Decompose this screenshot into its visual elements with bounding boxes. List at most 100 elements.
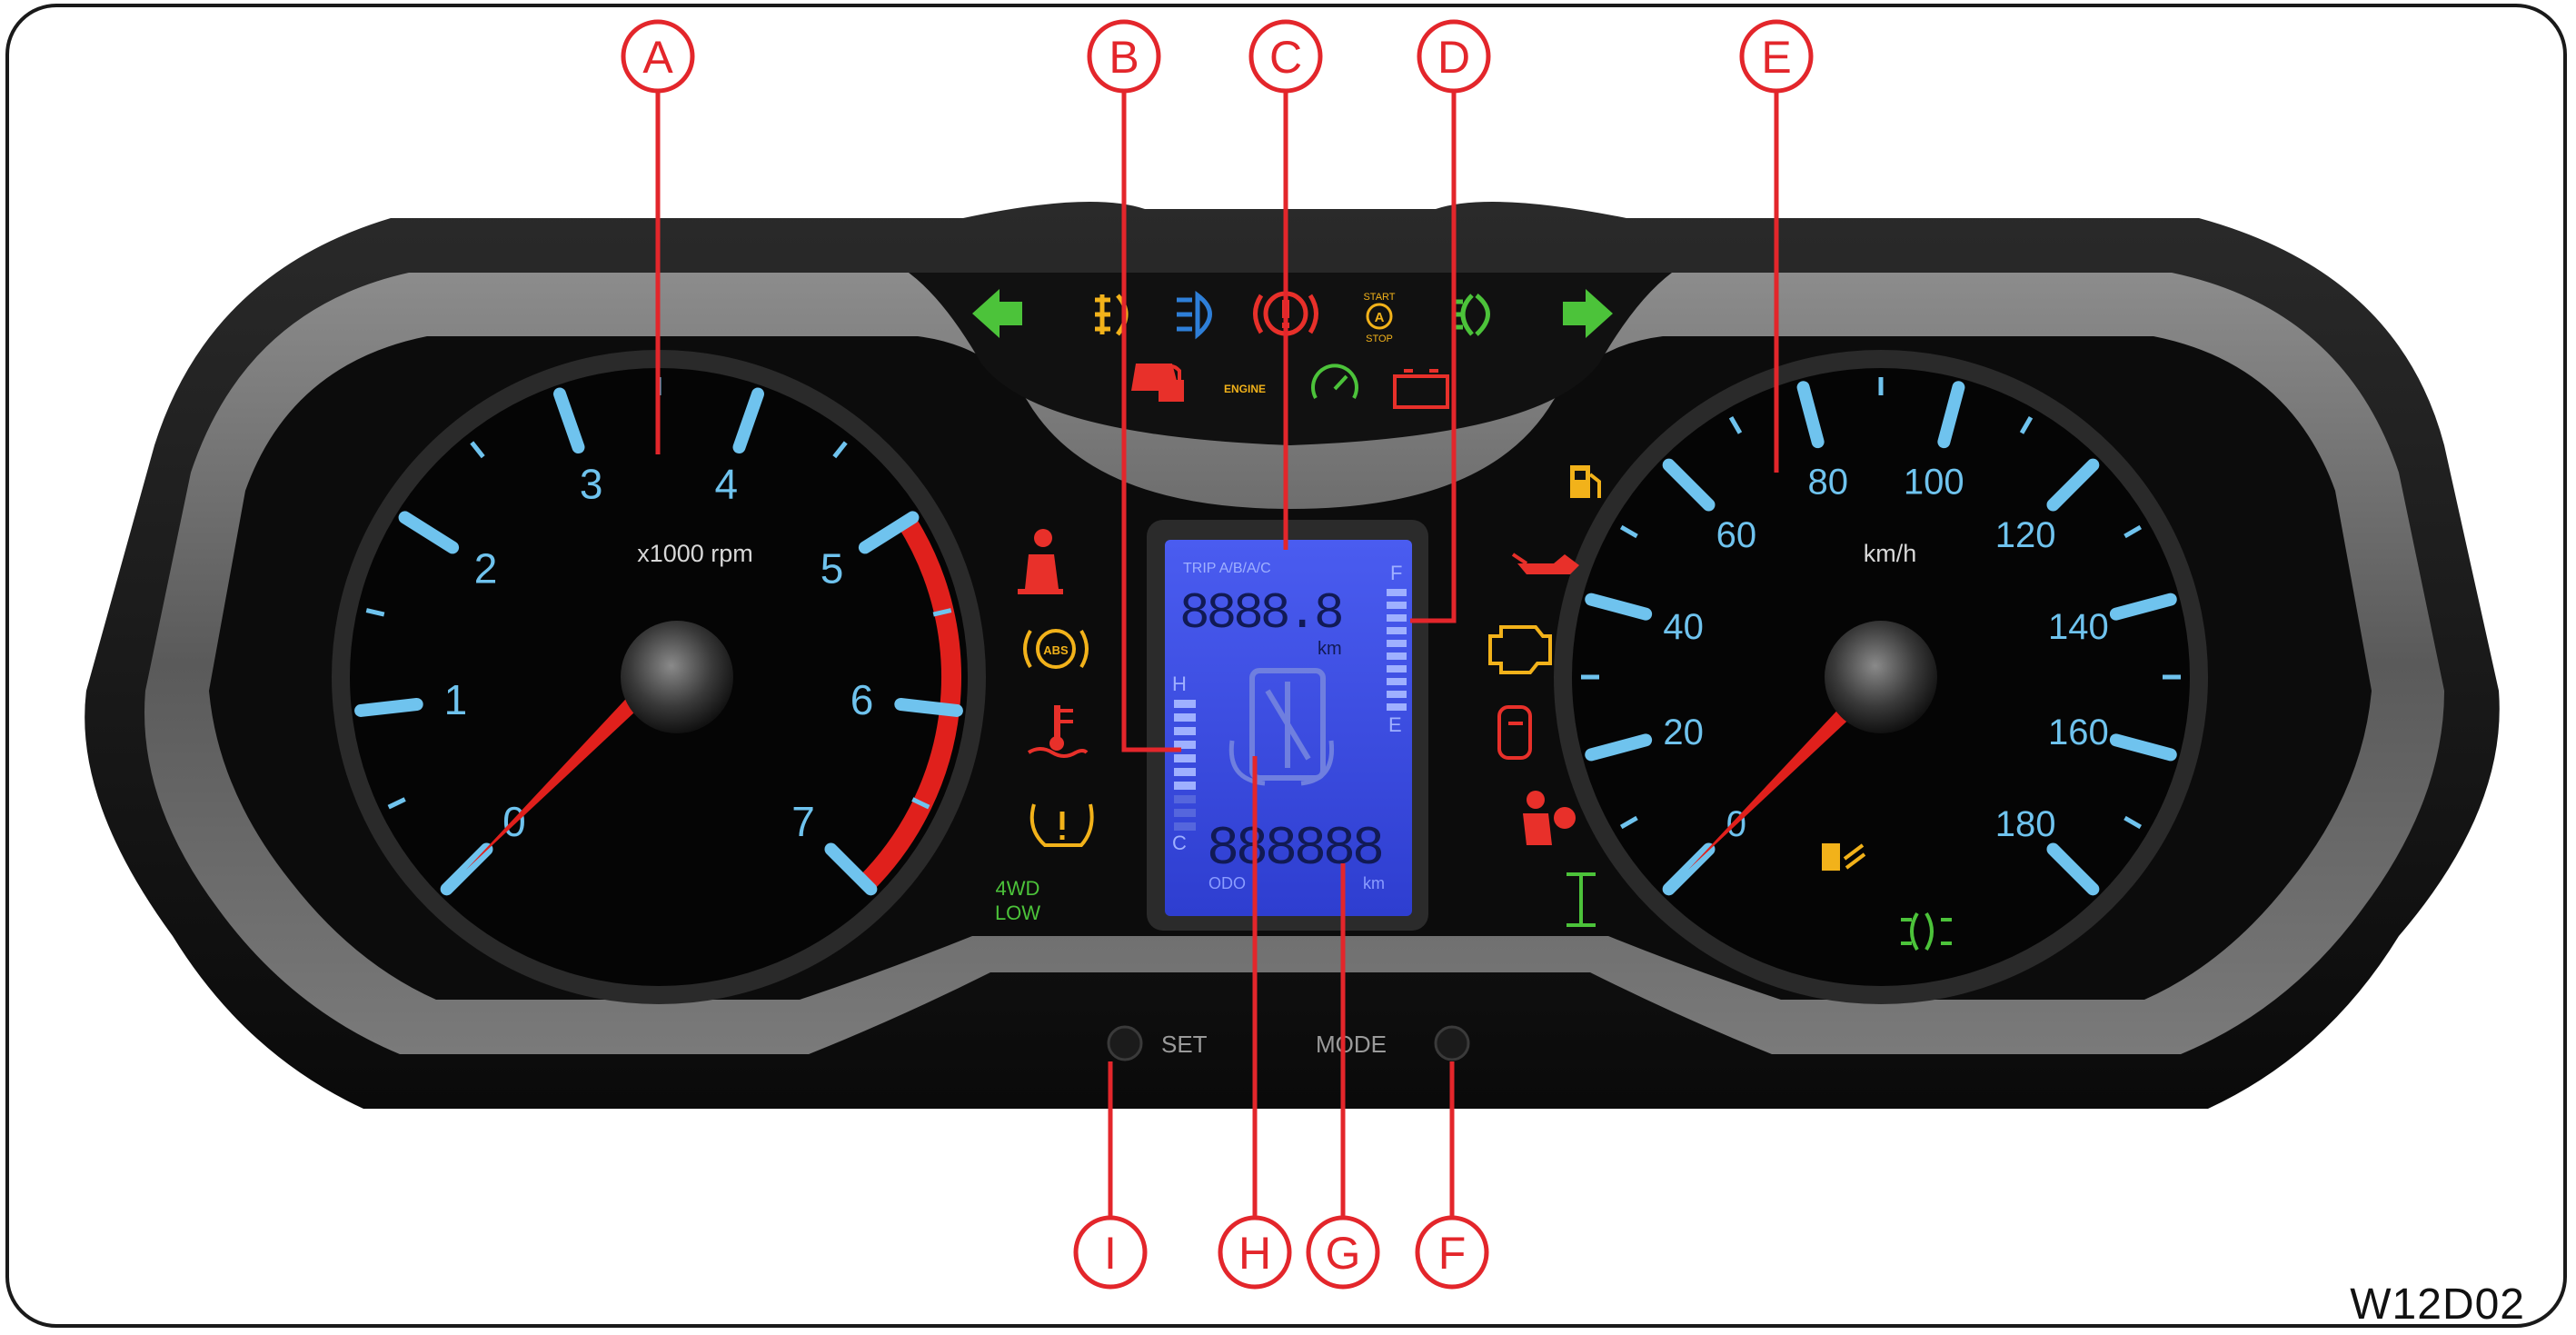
mode-button[interactable]: MODE: [1316, 1025, 1470, 1061]
temp-bar-segment: [1174, 795, 1196, 803]
tach-minor-tick: [832, 441, 848, 459]
speed-number: 120: [1995, 515, 2056, 555]
trip-mode-label: TRIP A/B/A/C: [1183, 561, 1271, 576]
svg-text:A: A: [1375, 310, 1385, 325]
svg-text:A: A: [642, 32, 673, 83]
callout-H: H: [1218, 1215, 1292, 1290]
tach-minor-tick: [932, 608, 952, 617]
hill-descent-icon: [1566, 872, 1596, 927]
svg-text:I: I: [1104, 1228, 1117, 1279]
door-ajar-icon: [1497, 705, 1532, 760]
speed-major-tick: [1585, 733, 1653, 762]
gear-indicator: [1228, 668, 1335, 786]
svg-text:C: C: [1269, 32, 1302, 83]
speed-number: 20: [1663, 712, 1704, 752]
4wd-low-icon: 4WD: [996, 877, 1040, 900]
low-fuel-icon: [1570, 465, 1601, 498]
tach-major-tick: [824, 842, 878, 896]
temp-bar-segment: [1174, 822, 1196, 831]
4wd-low-icon-line2: LOW: [995, 902, 1040, 924]
center-display: TRIP A/B/A/C 8888.8 km H C F E 888888 OD…: [1147, 520, 1428, 931]
speed-major-tick: [2109, 733, 2177, 762]
callout-B: B: [1087, 19, 1161, 94]
callout-D: D: [1417, 19, 1491, 94]
tach-needle: [465, 670, 666, 871]
set-button-label: SET: [1161, 1031, 1208, 1058]
temp-bar-segment: [1174, 754, 1196, 762]
temp-bar-segment: [1174, 727, 1196, 735]
speed-minor-tick: [1619, 815, 1638, 830]
start-stop-icon: START A STOP: [1363, 292, 1395, 344]
fuel-bar-segment: [1387, 703, 1407, 711]
oil-pressure-icon: [1511, 553, 1579, 574]
tach-minor-tick: [911, 797, 930, 810]
speed-major-tick: [1937, 381, 1965, 449]
tach-number: 4: [715, 461, 739, 508]
svg-text:G: G: [1326, 1228, 1361, 1279]
speed-number: 60: [1716, 515, 1757, 555]
speed-minor-tick: [2019, 415, 2034, 434]
high-beam-icon: [1177, 291, 1212, 340]
temp-bar-segment: [1174, 741, 1196, 749]
speed-major-tick: [2109, 593, 2177, 621]
speed-needle: [1687, 670, 1888, 871]
fuel-empty-label: E: [1388, 713, 1402, 736]
speed-number: 100: [1904, 463, 1964, 503]
odometer-value: 888888: [1207, 819, 1382, 881]
fuel-bar-segment: [1387, 627, 1407, 634]
tach-major-tick: [894, 698, 963, 717]
immobilizer-lock-icon: [1131, 364, 1184, 402]
speed-number: 180: [1995, 804, 2056, 844]
battery-warning-icon: [1393, 369, 1449, 409]
speed-minor-tick: [2123, 524, 2143, 539]
odometer-unit: km: [1363, 874, 1385, 892]
speed-hub: [1825, 621, 1937, 733]
trip-meter-unit: km: [1318, 639, 1342, 659]
callout-leaders: [655, 91, 1779, 1218]
svg-text:E: E: [1761, 32, 1791, 83]
speed-unit-label: km/h: [1864, 540, 1917, 567]
cruise-control-icon: [1311, 364, 1358, 399]
speed-major-tick: [1796, 381, 1825, 449]
tach-minor-tick: [365, 608, 385, 617]
callout-F: F: [1415, 1215, 1489, 1290]
tach-number: 1: [444, 676, 468, 723]
speed-major-tick: [1662, 458, 1716, 512]
tach-major-tick: [398, 511, 460, 554]
fuel-bar-segment: [1387, 678, 1407, 685]
temp-bar-segment: [1174, 700, 1196, 708]
svg-text:F: F: [1438, 1228, 1467, 1279]
speed-minor-tick: [1619, 524, 1638, 539]
coolant-temp-bar-gauge: [1174, 700, 1196, 831]
trip-meter-value: 8888.8: [1179, 584, 1341, 643]
speed-major-tick: [2046, 458, 2100, 512]
tach-major-tick: [553, 387, 585, 454]
tach-number: 3: [580, 461, 603, 508]
odometer-label: ODO: [1208, 874, 1246, 892]
fuel-bar-segment: [1387, 691, 1407, 698]
speedometer: 020406080100120140160180 km/h: [1554, 350, 2208, 1004]
engine-warning-text-icon: ENGINE: [1224, 383, 1266, 395]
svg-text:B: B: [1109, 32, 1139, 83]
speed-number: 140: [2048, 607, 2109, 647]
set-button[interactable]: SET: [1107, 1025, 1208, 1061]
fuel-level-bar-gauge: [1387, 589, 1407, 711]
callout-E: E: [1739, 19, 1814, 94]
tire-pressure-warning-icon: [1029, 803, 1094, 847]
temp-high-label: H: [1172, 672, 1187, 695]
speed-number: 40: [1663, 607, 1704, 647]
speed-minor-tick: [2123, 815, 2143, 830]
tach-number: 5: [821, 544, 844, 592]
tach-number: 2: [474, 544, 498, 592]
airbag-warning-icon: [1523, 791, 1576, 845]
fuel-bar-segment: [1387, 602, 1407, 609]
fuel-bar-segment: [1387, 589, 1407, 596]
speed-major-tick: [2046, 842, 2100, 896]
left-turn-signal-icon: [972, 289, 1022, 338]
temp-low-label: C: [1172, 832, 1187, 854]
mode-button-label: MODE: [1316, 1031, 1387, 1058]
callout-C: C: [1248, 19, 1323, 94]
tach-major-tick: [858, 511, 920, 554]
callout-A: A: [621, 19, 695, 94]
